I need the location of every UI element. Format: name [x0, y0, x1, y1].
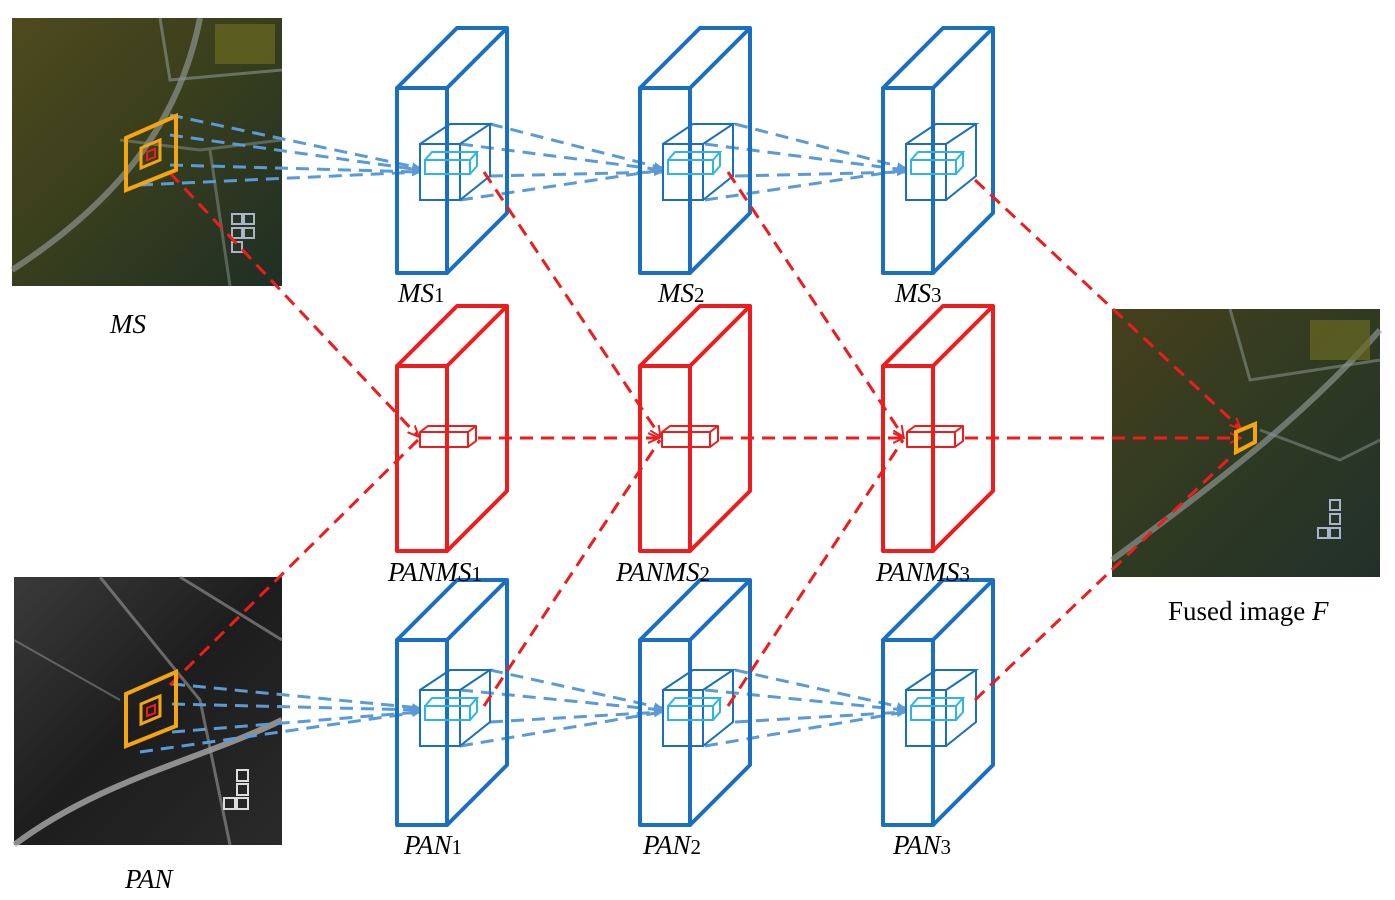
ms2-kernel	[662, 123, 737, 201]
fused-image-label: Fused image F	[1168, 596, 1329, 626]
pan2-label-base: PAN	[642, 830, 693, 860]
panms1-label-base: PANMS	[387, 557, 472, 587]
ms3-label-sub: 3	[931, 283, 942, 307]
pan3-label-base: PAN	[892, 830, 943, 860]
ms1-label-sub: 1	[434, 283, 445, 307]
ms-row-connections	[139, 113, 906, 202]
ms3-block	[881, 26, 995, 275]
ms-label: MS	[109, 309, 146, 339]
panms3-label-sub: 3	[960, 562, 971, 586]
ms-patch-marker	[124, 112, 178, 193]
fused-image	[1110, 308, 1383, 577]
ms1-block	[395, 26, 509, 275]
ms1-label: MS1	[397, 278, 445, 308]
pan3-block	[881, 578, 995, 827]
pan3-label: PAN3	[892, 830, 951, 860]
pan-row-connections	[139, 668, 906, 754]
fusion-connections	[168, 171, 1240, 707]
ms3-kernel	[905, 123, 980, 201]
ms3-label-base: MS	[894, 278, 931, 308]
fused-label-var: F	[1311, 596, 1329, 626]
pan1-block	[395, 578, 509, 827]
pan2-label: PAN2	[642, 830, 701, 860]
ms3-label: MS3	[894, 278, 942, 308]
ms2-block	[638, 26, 752, 275]
panms1-label: PANMS1	[387, 557, 482, 587]
fused-pixel-marker	[1234, 420, 1257, 456]
ms2-label-sub: 2	[694, 283, 705, 307]
pan-label: PAN	[124, 864, 175, 894]
pan1-kernel	[419, 669, 494, 747]
pan-patch-marker	[124, 668, 178, 749]
pan3-kernel	[905, 669, 980, 747]
fused-label-text: Fused image	[1168, 596, 1312, 626]
panms1-block	[395, 304, 509, 553]
panms3-block	[881, 304, 995, 553]
panms2-block	[638, 304, 752, 553]
pan3-label-sub: 3	[941, 835, 952, 859]
panms2-label-sub: 2	[700, 562, 711, 586]
pan2-kernel	[662, 669, 737, 747]
ms2-label-base: MS	[657, 278, 694, 308]
pan1-label: PAN1	[403, 830, 462, 860]
ms1-label-base: MS	[397, 278, 434, 308]
ms2-label: MS2	[657, 278, 705, 308]
panms3-label: PANMS3	[875, 557, 970, 587]
pan2-label-sub: 2	[691, 835, 702, 859]
ms1-kernel	[419, 123, 494, 201]
panms2-label-base: PANMS	[615, 557, 700, 587]
pan1-label-base: PAN	[403, 830, 454, 860]
panms3-label-base: PANMS	[875, 557, 960, 587]
panms1-label-sub: 1	[472, 562, 483, 586]
pan1-label-sub: 1	[452, 835, 463, 859]
panms2-label: PANMS2	[615, 557, 710, 587]
pan2-block	[638, 578, 752, 827]
